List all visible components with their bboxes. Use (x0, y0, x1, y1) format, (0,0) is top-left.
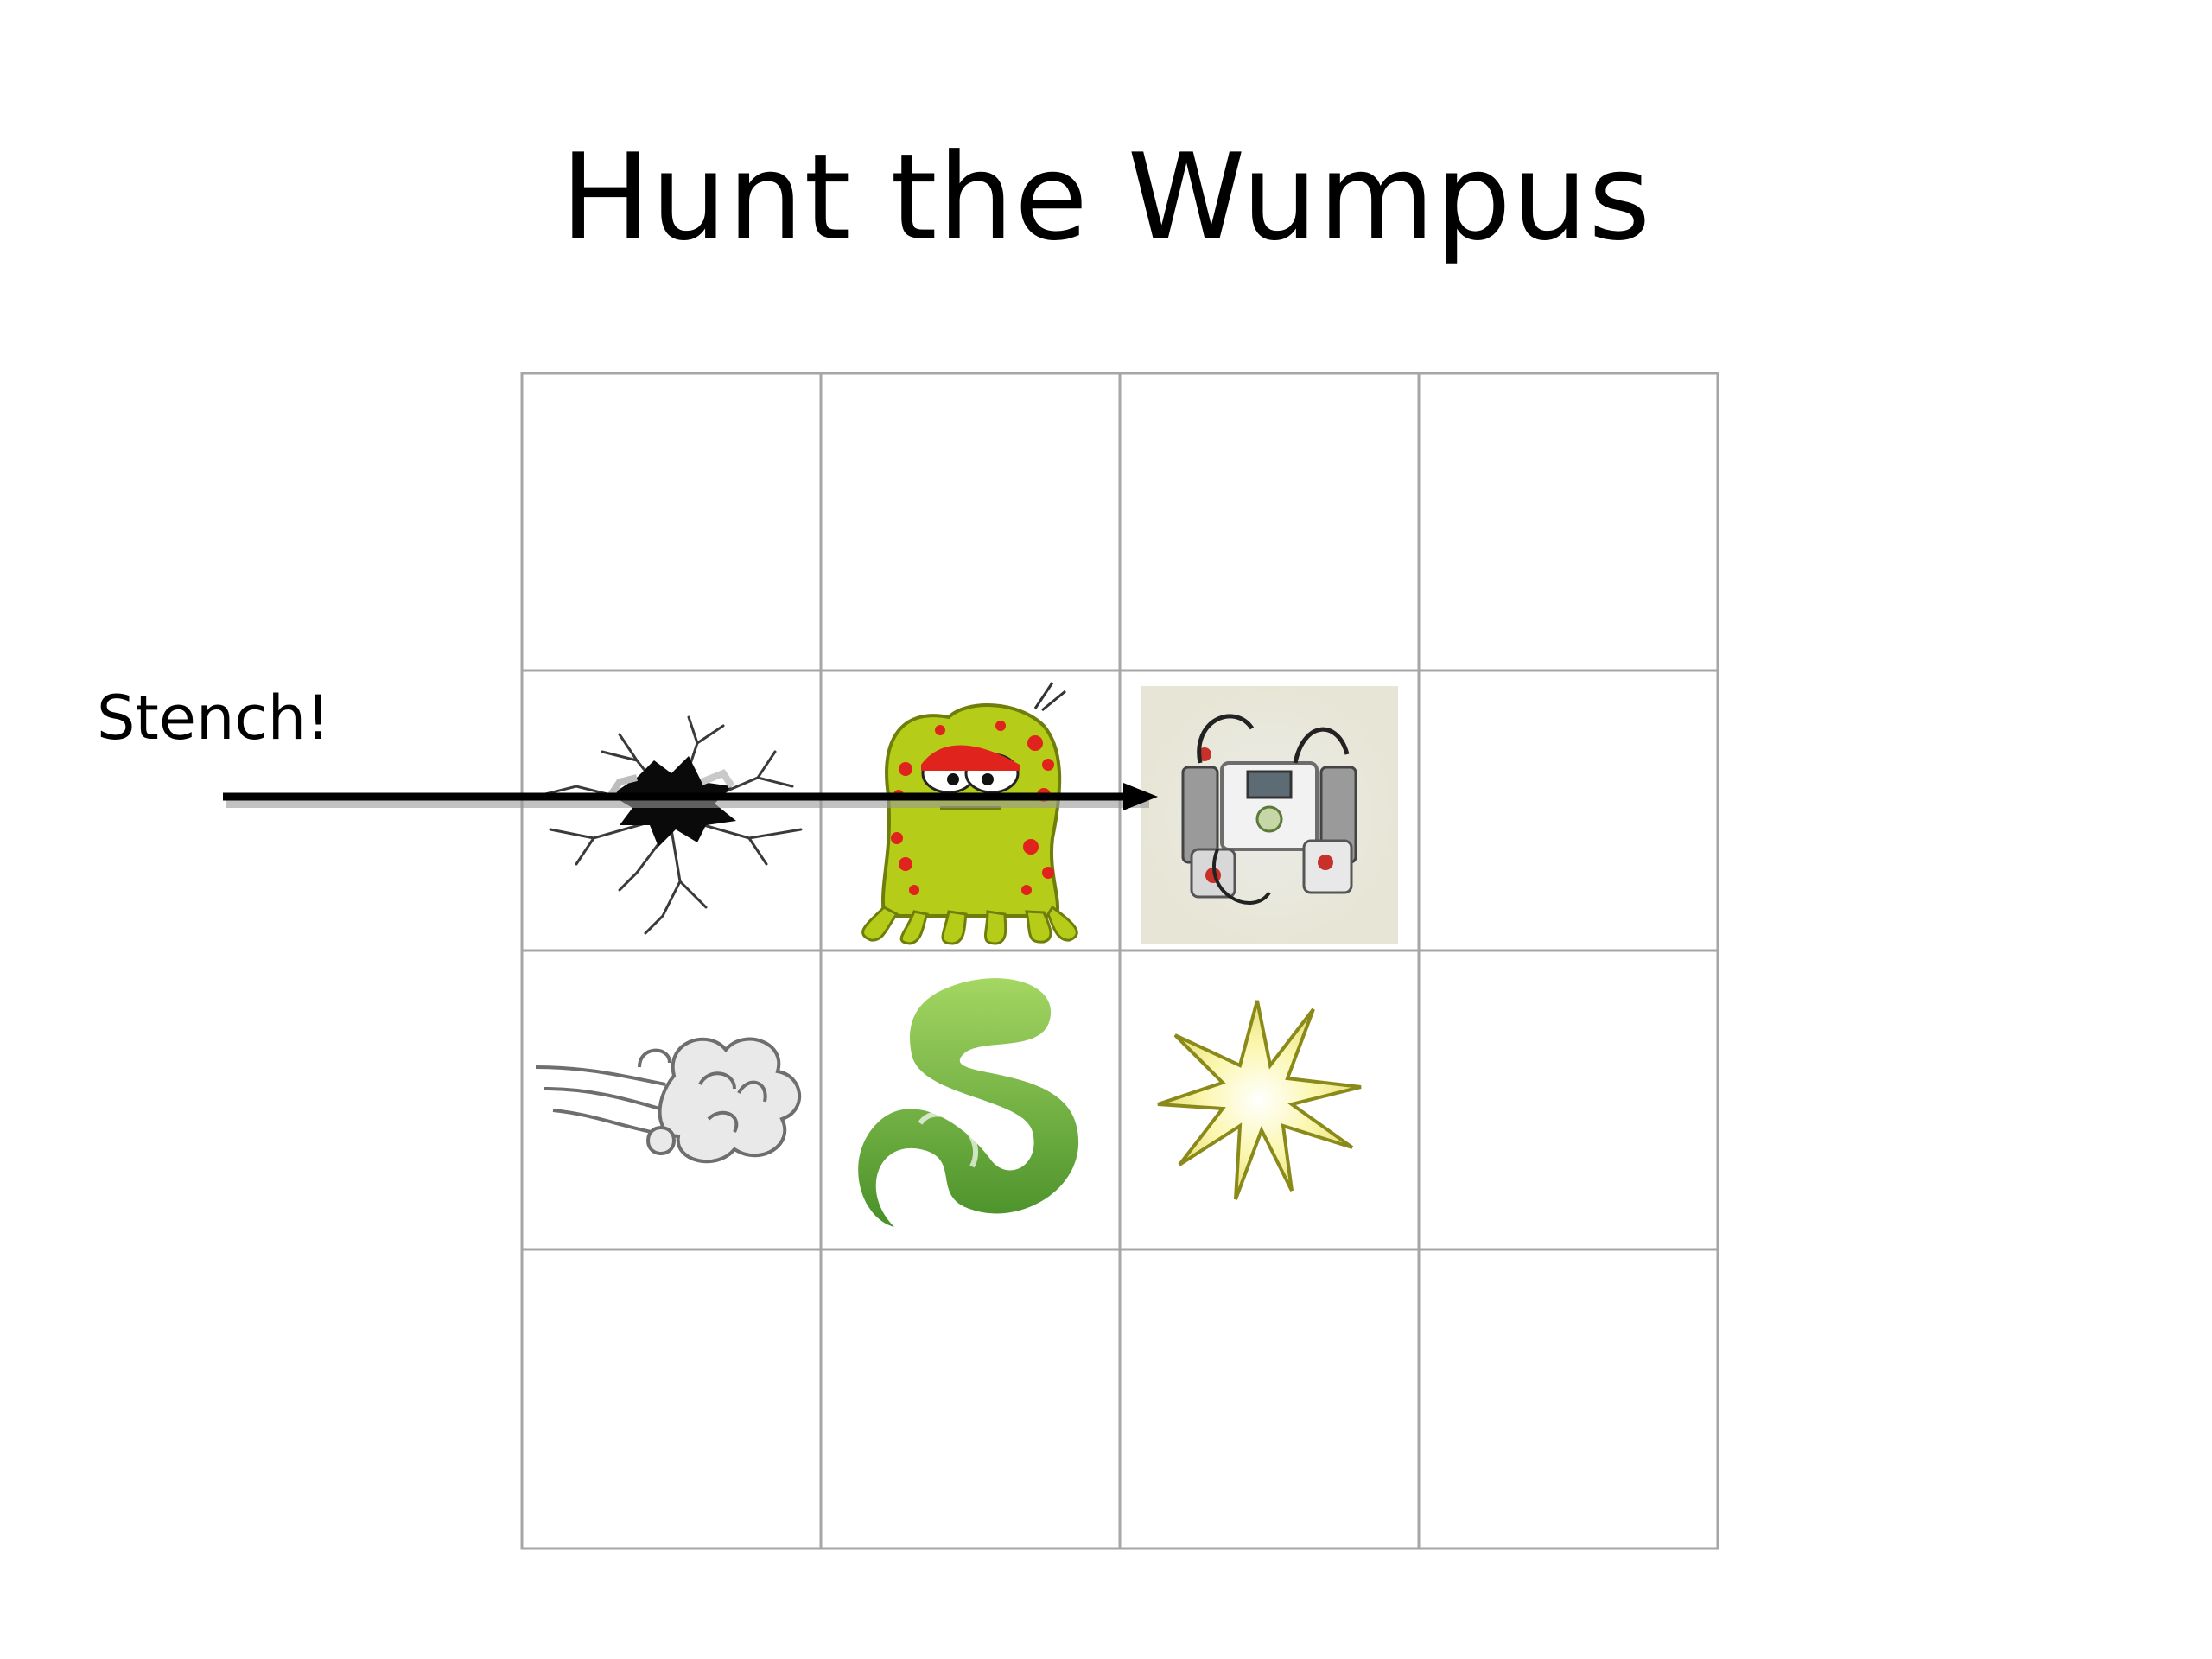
glitter-star-icon (1157, 1000, 1362, 1200)
shot-arrow (223, 783, 1158, 810)
stench-label: Stench! (97, 683, 331, 753)
slide-title: Hunt the Wumpus (560, 128, 1652, 267)
grid (520, 372, 1719, 1550)
pit-hole-icon (540, 715, 803, 935)
breeze-cloud-icon (535, 1037, 802, 1164)
wumpus-monster-icon (861, 682, 1078, 945)
robot-agent-icon (1141, 686, 1398, 944)
arrow-head-icon (1123, 783, 1158, 810)
stench-swirl-icon (858, 978, 1079, 1227)
